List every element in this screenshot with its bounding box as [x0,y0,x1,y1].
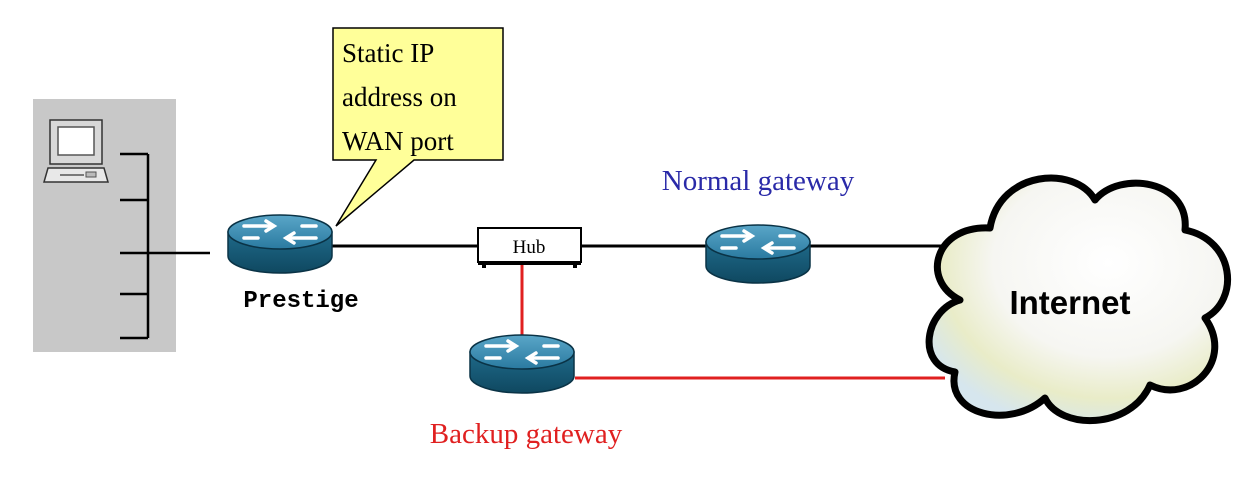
hub[interactable]: Hub [477,227,582,268]
callout-line-1: Static IP [342,38,433,68]
backup-gateway-router[interactable] [468,333,576,395]
backup-links [520,262,945,380]
internet-label: Internet [1009,284,1130,321]
router-icon [468,333,576,395]
static-ip-callout: Static IP address on WAN port [332,27,504,227]
router-icon [704,223,812,285]
hub-label: Hub [513,237,546,258]
internet-cloud-icon[interactable]: Internet [925,174,1231,425]
desktop-computer-icon[interactable] [43,119,109,183]
lan-bus [120,152,210,340]
router-icon [226,213,334,275]
prestige-label: Prestige [243,288,358,315]
normal-gateway-label: Normal gateway [662,165,855,197]
callout-line-3: WAN port [342,126,454,156]
callout-line-2: address on [342,82,457,112]
prestige-router[interactable] [226,213,334,275]
svg-text:Static IP address on: Static IP address on WAN port [342,38,463,156]
normal-gateway-router[interactable] [704,223,812,285]
backup-gateway-label: Backup gateway [430,418,623,450]
